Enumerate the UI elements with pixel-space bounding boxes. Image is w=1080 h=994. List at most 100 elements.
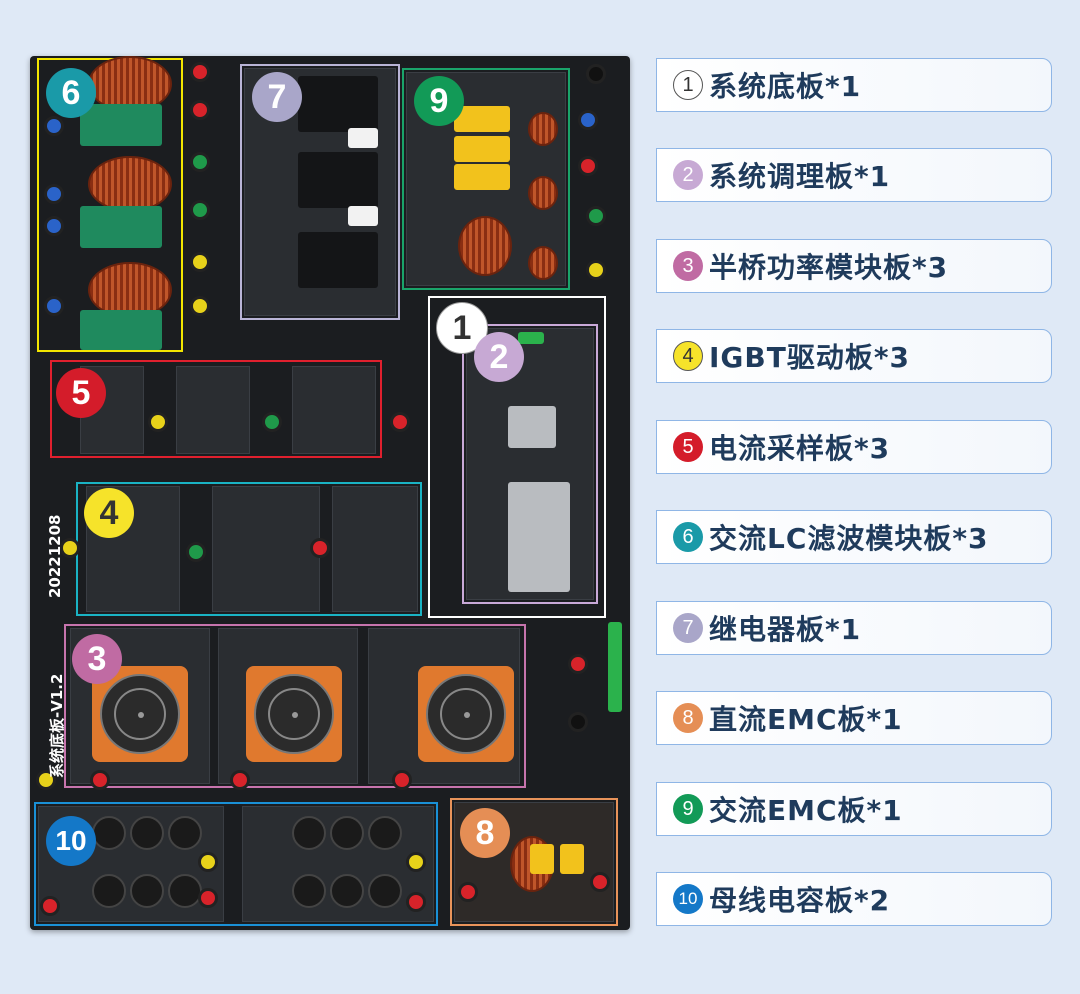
- terminal-post-red: [578, 156, 598, 176]
- legend-item-10: 10 母线电容板*2: [656, 872, 1052, 926]
- choke-coil: [528, 246, 558, 280]
- terminal-post-red: [190, 100, 210, 120]
- legend-label: 系统调理板*1: [709, 160, 891, 193]
- electrolytic-capacitor: [292, 816, 326, 850]
- terminal-post-yellow: [60, 538, 80, 558]
- legend-label: 半桥功率模块板*3: [709, 251, 949, 284]
- terminal-post-yellow: [198, 852, 218, 872]
- terminal-post-blue: [578, 110, 598, 130]
- terminal-post-red: [392, 770, 412, 790]
- legend-label: 交流LC滤波模块板*3: [709, 522, 989, 555]
- terminal-post-black: [568, 712, 588, 732]
- badge-3: 3: [72, 634, 122, 684]
- legend-item-9: 9 交流EMC板*1: [656, 782, 1052, 836]
- zone-relay-board: [240, 64, 400, 320]
- terminal-post-blue: [44, 296, 64, 316]
- badge-4: 4: [84, 488, 134, 538]
- relay-label: [348, 206, 378, 226]
- legend-number-badge: 6: [673, 522, 703, 552]
- electrolytic-capacitor: [168, 816, 202, 850]
- terminal-post-red: [390, 412, 410, 432]
- terminal-post-yellow: [36, 770, 56, 790]
- inductor-base: [80, 206, 162, 248]
- electrolytic-capacitor: [168, 874, 202, 908]
- terminal-post-red: [568, 654, 588, 674]
- legend-label: 继电器板*1: [709, 613, 862, 646]
- electrolytic-capacitor: [92, 816, 126, 850]
- capacitor-yellow: [454, 136, 510, 162]
- legend-number-badge: 9: [673, 794, 703, 824]
- legend-label: 系统底板*1: [709, 70, 862, 103]
- zone-power-module: [64, 624, 526, 788]
- terminal-post-red: [406, 892, 426, 912]
- terminal-post-red: [310, 538, 330, 558]
- terminal-post-red: [230, 770, 250, 790]
- legend-item-5: 5 电流采样板*3: [656, 420, 1052, 474]
- legend-number-badge: 4: [673, 341, 703, 371]
- legend-item-1: 1 系统底板*1: [656, 58, 1052, 112]
- badge-2: 2: [474, 332, 524, 382]
- legend-item-3: 3 半桥功率模块板*3: [656, 239, 1052, 293]
- legend-number-badge: 5: [673, 432, 703, 462]
- legend-number-badge: 7: [673, 613, 703, 643]
- terminal-post-yellow: [406, 852, 426, 872]
- legend-item-7: 7 继电器板*1: [656, 601, 1052, 655]
- inductor-coil: [88, 156, 172, 212]
- terminal-post-green: [190, 152, 210, 172]
- choke-coil: [458, 216, 512, 276]
- zone-conditioning-board: [462, 324, 598, 604]
- terminal-post-yellow: [586, 260, 606, 280]
- terminal-post-red: [458, 882, 478, 902]
- zone-current-sampling: [50, 360, 382, 458]
- badge-9: 9: [414, 76, 464, 126]
- electrolytic-capacitor: [330, 874, 364, 908]
- electrolytic-capacitor: [330, 816, 364, 850]
- terminal-post-red: [590, 872, 610, 892]
- relay: [298, 76, 378, 132]
- legend-label: 电流采样板*3: [709, 432, 891, 465]
- terminal-block-gray: [508, 482, 570, 592]
- legend-number-badge: 3: [673, 251, 703, 281]
- terminal-post-blue: [44, 116, 64, 136]
- connector-green: [608, 622, 622, 712]
- legend-label: 直流EMC板*1: [709, 703, 903, 736]
- electrolytic-capacitor: [292, 874, 326, 908]
- inductor-coil: [88, 262, 172, 318]
- terminal-post-red: [40, 896, 60, 916]
- inductor-base: [80, 310, 162, 350]
- relay: [298, 152, 378, 208]
- board-date-text: 20221208: [46, 514, 64, 599]
- igbt-driver-pcb: [332, 486, 418, 612]
- choke-coil: [528, 112, 558, 146]
- board-version-text: 系统底板-V1.2: [48, 673, 66, 778]
- cooling-fan: [92, 666, 188, 762]
- system-board-photo: 系统底板-V1.2 20221208 6 7 9 1 2 5 4 3 8 10: [30, 56, 630, 930]
- terminal-post-green: [190, 200, 210, 220]
- legend-number-badge: 10: [673, 884, 703, 914]
- legend-number-badge: 2: [673, 160, 703, 190]
- capacitor-yellow: [530, 844, 554, 874]
- legend-item-6: 6 交流LC滤波模块板*3: [656, 510, 1052, 564]
- inductor-base: [80, 104, 162, 146]
- terminal-block-gray: [508, 406, 556, 448]
- badge-6: 6: [46, 68, 96, 118]
- legend-number-badge: 1: [673, 70, 703, 100]
- terminal-post-yellow: [190, 252, 210, 272]
- terminal-post-red: [198, 888, 218, 908]
- zone-system-base: [428, 296, 606, 618]
- terminal-post-red: [90, 770, 110, 790]
- electrolytic-capacitor: [368, 874, 402, 908]
- terminal-post-green: [586, 206, 606, 226]
- badge-7: 7: [252, 72, 302, 122]
- relay: [298, 232, 378, 288]
- capacitor-yellow: [454, 164, 510, 190]
- capacitor-yellow: [454, 106, 510, 132]
- legend-item-2: 2 系统调理板*1: [656, 148, 1052, 202]
- legend-label: 母线电容板*2: [709, 884, 891, 917]
- cooling-fan: [246, 666, 342, 762]
- connector-green: [518, 332, 544, 344]
- choke-coil: [528, 176, 558, 210]
- terminal-post-yellow: [190, 296, 210, 316]
- legend-number-badge: 8: [673, 703, 703, 733]
- electrolytic-capacitor: [368, 816, 402, 850]
